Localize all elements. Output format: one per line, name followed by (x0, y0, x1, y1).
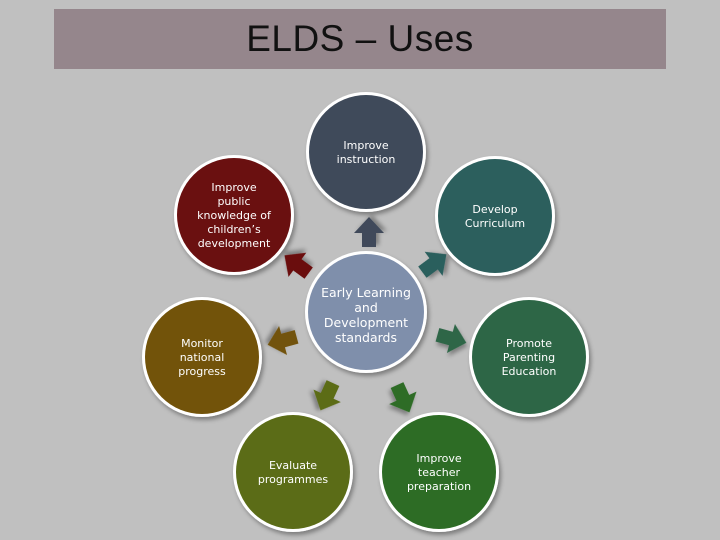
develop-curriculum-label-line: Develop (472, 203, 517, 216)
center-label-line: and (354, 300, 378, 315)
monitor-national-progress-label-line: Monitor (181, 337, 223, 350)
improve-public-knowledge-label-line: Improve (211, 181, 256, 194)
title-banner: ELDS – Uses (54, 9, 666, 69)
improve-public-knowledge-label-line: knowledge of (197, 209, 272, 222)
improve-public-knowledge-arrow (284, 252, 313, 279)
center-circle (308, 254, 424, 370)
evaluate-programmes-arrow (313, 380, 341, 411)
evaluate-programmes-label-line: Evaluate (269, 459, 317, 472)
improve-instruction-circle (309, 95, 423, 209)
improve-teacher-preparation-label-line: teacher (418, 466, 461, 479)
monitor-national-progress-label-line: national (180, 351, 225, 364)
improve-public-knowledge-circle (177, 158, 291, 272)
arrows-layer (267, 217, 467, 413)
nodes-layer: ImproveinstructionDevelopCurriculumPromo… (142, 92, 589, 532)
page-title: ELDS – Uses (246, 18, 474, 59)
improve-teacher-preparation-label-line: preparation (407, 480, 471, 493)
improve-instruction-label-line: Improve (343, 139, 388, 152)
promote-parenting-education-label-line: Promote (506, 337, 552, 350)
improve-public-knowledge-label-line: children’s (207, 223, 261, 236)
center-label-line: Early Learning (321, 285, 411, 300)
promote-parenting-education-circle (472, 300, 586, 414)
center-label-line: Development (324, 315, 408, 330)
promote-parenting-education-label-line: Education (502, 365, 557, 378)
improve-public-knowledge-label-line: development (198, 237, 271, 250)
center-label-line: standards (335, 330, 397, 345)
promote-parenting-education-arrow (435, 324, 467, 353)
monitor-national-progress-label-line: progress (178, 365, 226, 378)
evaluate-programmes-label-line: programmes (258, 473, 328, 486)
improve-instruction-arrow (354, 217, 384, 247)
monitor-national-progress-arrow (267, 326, 299, 355)
improve-teacher-preparation-circle (382, 415, 496, 529)
monitor-national-progress-circle (145, 300, 259, 414)
improve-teacher-preparation-label-line: Improve (416, 452, 461, 465)
promote-parenting-education-label-line: Parenting (503, 351, 555, 364)
develop-curriculum-arrow (418, 251, 447, 278)
improve-instruction-label-line: instruction (337, 153, 396, 166)
improve-public-knowledge-label-line: public (217, 195, 250, 208)
develop-curriculum-label-line: Curriculum (465, 217, 525, 230)
evaluate-programmes-circle (236, 415, 350, 529)
improve-teacher-preparation-arrow (389, 382, 417, 413)
develop-curriculum-circle (438, 159, 552, 273)
